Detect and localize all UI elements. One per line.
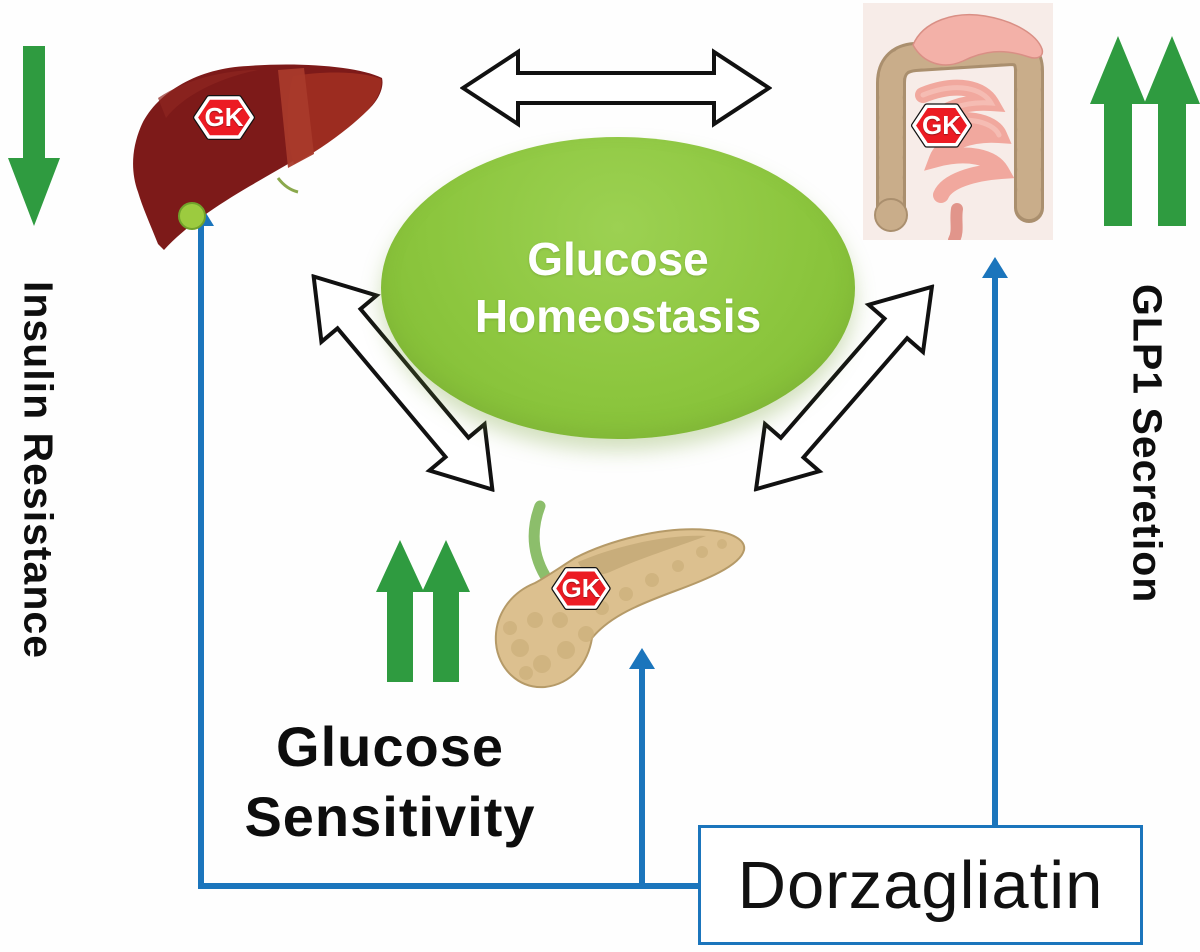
dorzagliatin-box: Dorzagliatin — [698, 825, 1143, 945]
dorzagliatin-liver-connector — [198, 224, 204, 889]
liver-gk-badge: GK — [193, 95, 255, 140]
insulin-resistance-down-arrow-icon — [8, 46, 60, 226]
sensitivity-double-up-arrows-icon — [376, 540, 470, 682]
gk-badge-label: GK — [204, 102, 244, 132]
dorzagliatin-label: Dorzagliatin — [737, 847, 1104, 923]
ellipse-label-line1: Glucose — [527, 233, 709, 285]
ellipse-label-line2: Homeostasis — [474, 290, 762, 342]
glucose-sensitivity-label: Glucose Sensitivity — [185, 712, 595, 852]
liver-icon — [128, 58, 392, 258]
dorzagliatin-intestine-connector — [992, 276, 998, 827]
pancreas-icon — [480, 498, 752, 703]
dorzagliatin-pancreas-connector — [639, 667, 645, 889]
liver-pancreas-bidirectional-arrow-icon — [280, 247, 527, 519]
gk-badge-label: GK — [922, 110, 961, 140]
pancreas-connector-arrowhead — [629, 648, 655, 669]
glucose-homeostasis-ellipse: Glucose Homeostasis — [381, 137, 855, 439]
glp1-double-up-arrows-icon — [1090, 36, 1200, 226]
gk-badge-label: GK — [561, 573, 601, 603]
glucose-sensitivity-line2: Sensitivity — [244, 785, 536, 848]
intestine-gk-badge: GK — [911, 103, 972, 148]
intestine-connector-arrowhead — [982, 257, 1008, 278]
intestine-icon — [863, 3, 1053, 240]
glp1-secretion-label: GLP1 Secretion — [1124, 284, 1171, 604]
pancreas-gk-badge: GK — [551, 567, 611, 610]
dorzagliatin-horizontal-connector — [198, 883, 702, 889]
glucose-sensitivity-line1: Glucose — [276, 715, 504, 778]
liver-intestine-bidirectional-arrow-icon — [460, 46, 772, 130]
insulin-resistance-label: Insulin Resistance — [15, 280, 62, 659]
pancreas-intestine-bidirectional-arrow-icon — [722, 257, 965, 519]
